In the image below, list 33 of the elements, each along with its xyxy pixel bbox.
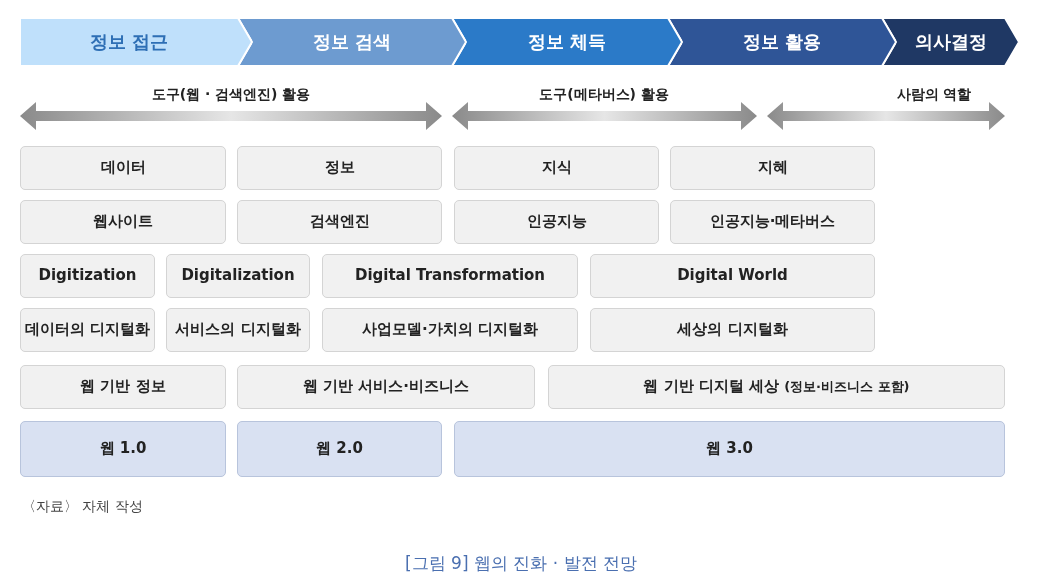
box-label: Digitization xyxy=(38,267,137,285)
box-label: 정보 xyxy=(324,159,355,177)
box-label: 웹 기반 서비스·비즈니스 xyxy=(302,378,470,396)
box-label: 웹 1.0 xyxy=(99,440,147,458)
arrow-label: 도구(메타버스) 활용 xyxy=(539,86,669,104)
arrow-label: 도구(웹 · 검색엔진) 활용 xyxy=(151,86,311,104)
box-label: 웹 3.0 xyxy=(706,440,753,458)
stage-label: 정보 체득 xyxy=(527,30,607,54)
box-label: 웹 기반 디지털 세상 xyxy=(643,378,780,396)
box-label: 웹 2.0 xyxy=(316,440,363,458)
box-label: Digital World xyxy=(677,267,788,285)
box-label: 서비스의 디지털화 xyxy=(175,321,301,339)
note-text: (정보·비즈니스 포함) xyxy=(784,379,910,395)
box-label: Digitalization xyxy=(181,267,295,285)
stage-label: 정보 활용 xyxy=(742,30,822,54)
box-label: 웹사이트 xyxy=(93,213,153,231)
stage-label: 정보 검색 xyxy=(312,30,392,54)
box-label: 지식 xyxy=(541,159,572,177)
box-label: 세상의 디지털화 xyxy=(677,321,788,339)
figure-caption: [그림 9] 웹의 진화 · 발전 전망 xyxy=(405,552,637,575)
box-label: 웹 기반 정보 xyxy=(80,378,166,396)
arrow-label: 사람의 역할 xyxy=(896,86,972,104)
box-label: 사업모델·가치의 디지털화 xyxy=(362,321,538,339)
stage-label: 정보 접근 xyxy=(89,30,169,54)
stage-label: 의사결정 xyxy=(914,30,987,54)
source-note: 〈자료〉 자체 작성 xyxy=(22,498,143,516)
box-label: 데이터의 디지털화 xyxy=(24,321,151,339)
box-label: 인공지능 xyxy=(526,213,587,231)
box-label: 데이터 xyxy=(100,159,146,177)
box-label: 인공지능·메타버스 xyxy=(709,213,836,231)
box-label: 지혜 xyxy=(757,159,788,177)
box-label: 검색엔진 xyxy=(309,213,370,231)
box-label: Digital Transformation xyxy=(354,267,546,285)
